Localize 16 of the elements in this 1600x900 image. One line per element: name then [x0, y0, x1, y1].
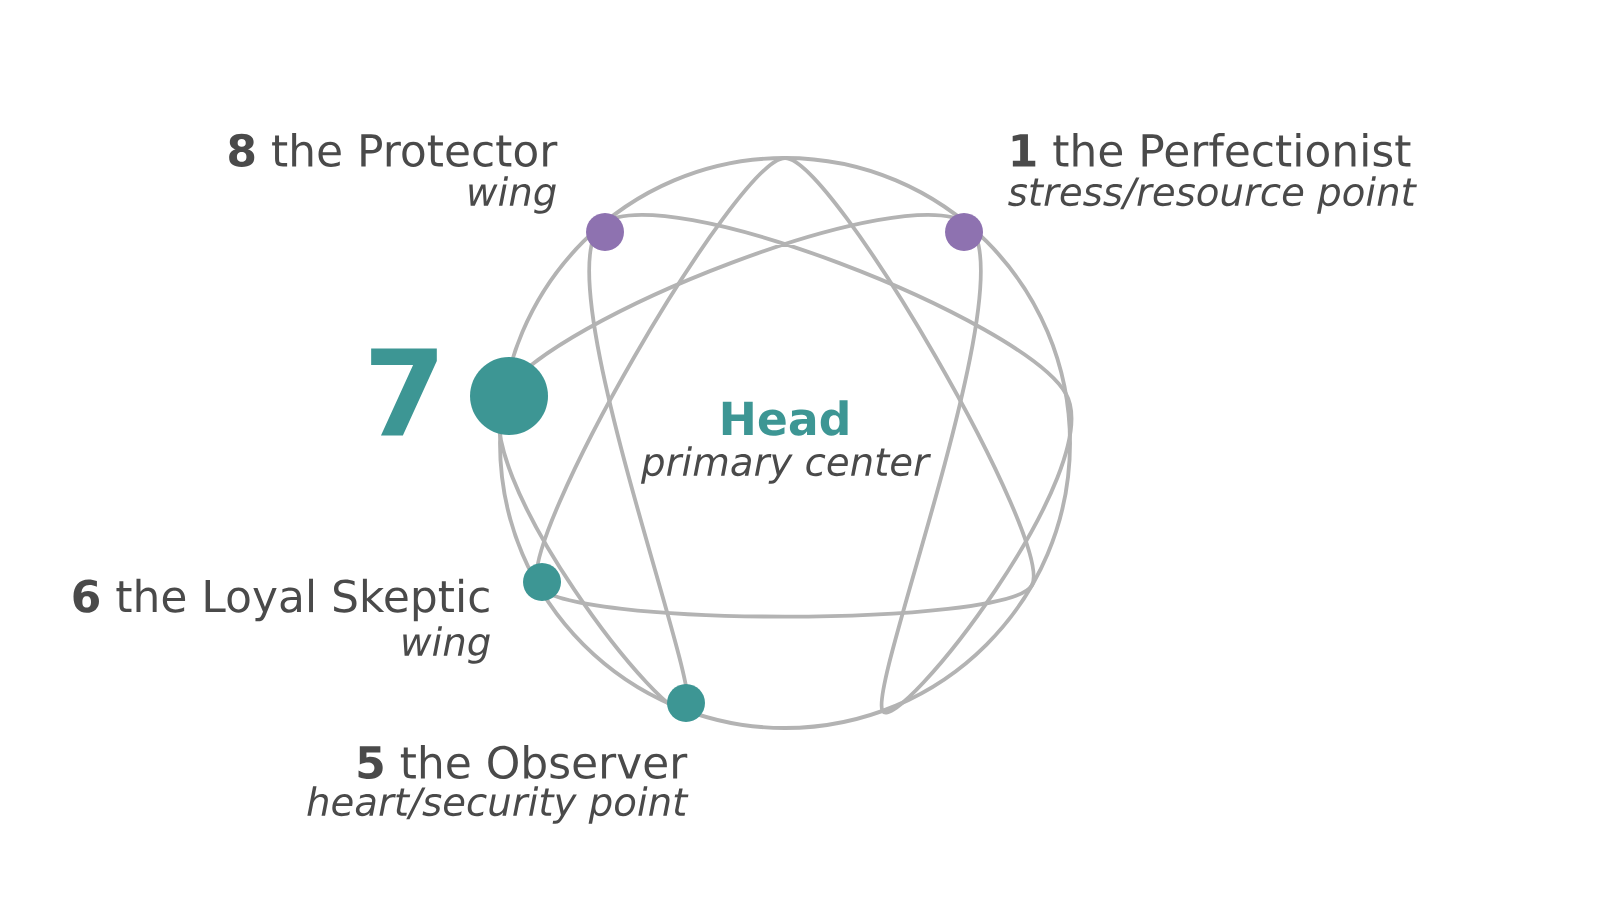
dot: [470, 357, 548, 435]
point-name: 5 the Observer: [358, 744, 688, 779]
center-subtitle: primary center: [640, 446, 931, 484]
dot: [523, 563, 561, 601]
dot: [945, 213, 983, 251]
point-role: stress/resource point: [1008, 176, 1417, 214]
dot: [586, 213, 624, 251]
center-title: Head: [722, 400, 848, 436]
dot: [667, 684, 705, 722]
point-name: 8 the Protector: [229, 132, 558, 167]
point-name: 6 the Loyal Skeptic: [73, 578, 489, 622]
point-role: heart/security point: [307, 786, 689, 824]
point-role: wing: [403, 626, 490, 664]
point-number: 7: [371, 348, 437, 436]
point-role: wing: [469, 176, 556, 214]
point-name: 1 the Perfectionist: [1012, 132, 1411, 167]
